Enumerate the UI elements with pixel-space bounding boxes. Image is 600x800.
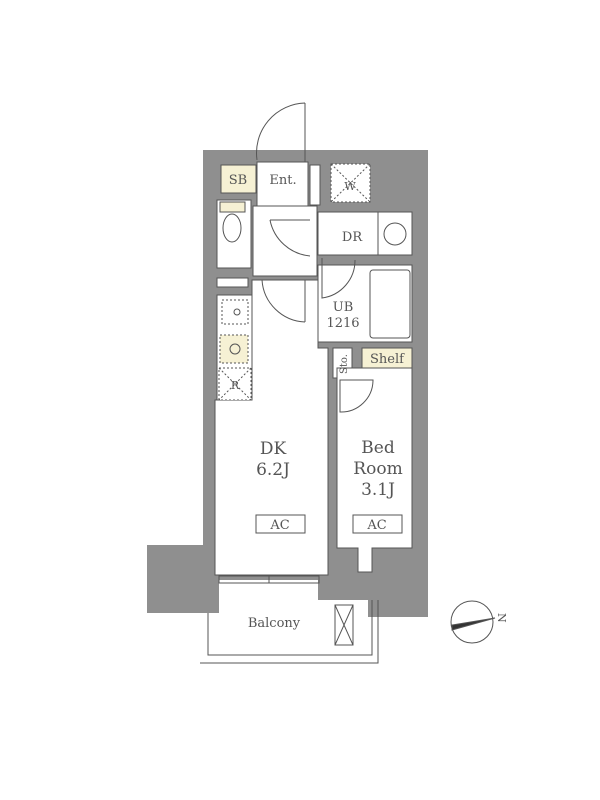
entrance-door [256,102,306,162]
entrance-strip [309,164,321,206]
bedroom-label-1: Bed [361,438,395,458]
hatch-icon [334,604,354,646]
dk-size-label: 6.2J [256,460,290,480]
sb-closet [220,164,257,194]
entrance-label: Ent. [269,173,296,188]
ub-label: UB [333,300,354,315]
washer-cross [330,163,371,203]
entrance [256,161,309,207]
north-label: N [495,613,508,623]
basin-icon [383,222,407,246]
balcony-outline [207,600,373,656]
hall [252,205,318,277]
ac-bedroom-box [352,514,403,534]
washer-label: W [344,180,356,193]
burner-icon [233,308,241,316]
dk-label: DK [260,439,287,459]
balcony-label: Balcony [248,616,301,631]
dr-label: DR [342,230,363,245]
bathtub [369,269,411,339]
hall-strip [216,277,249,288]
fridge-cross [218,367,252,401]
ub-size-label: 1216 [326,316,359,331]
ac-dk-label: AC [269,518,289,533]
storage-label: Sto. [339,354,350,374]
refrigerator-label: R [231,379,240,392]
sink-icon [229,343,241,355]
bedroom [336,367,413,573]
ac-dk-box [255,514,306,534]
bedroom-label-2: Room [353,459,402,479]
bedroom-door [339,379,374,413]
dk-door [261,279,306,323]
shelf-label: Shelf [370,352,405,367]
bedroom-size-label: 3.1J [361,480,395,500]
stove [221,299,249,325]
toilet-tank [219,201,246,213]
toilet-icon [222,213,242,243]
compass-icon [450,600,494,644]
washbasin-sink [219,334,249,364]
ub-door [321,258,356,299]
washbasin [377,211,413,256]
dressing-room [317,211,379,256]
hall-door [269,219,311,257]
sb-label: SB [229,173,247,188]
ac-bedroom-label: AC [366,518,386,533]
